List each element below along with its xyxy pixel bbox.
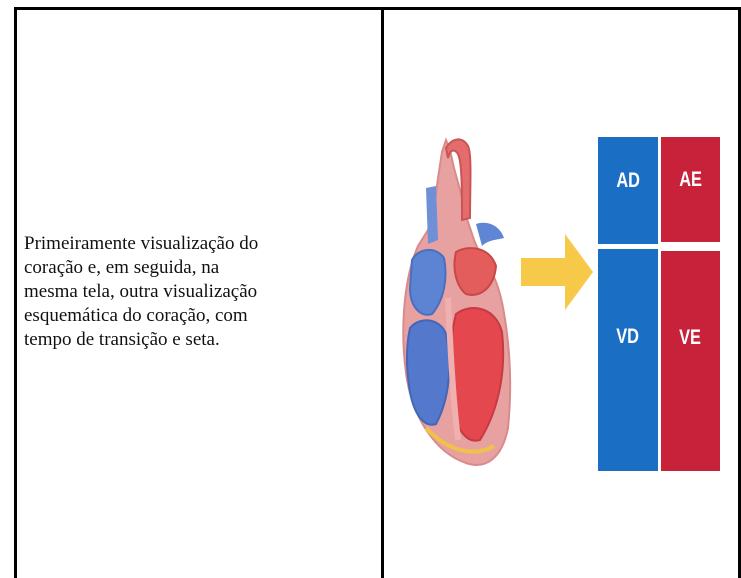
- description-line: esquemática do coração, com: [24, 305, 248, 326]
- left-ventricle-label: VE: [679, 326, 702, 349]
- description-line: mesma tela, outra visualização: [24, 281, 258, 302]
- heart-icon: [402, 137, 512, 466]
- description-line: coração e, em seguida, na: [24, 257, 220, 278]
- right-atrium-label: AD: [616, 168, 640, 192]
- right-atrium-block: AD: [598, 137, 658, 244]
- left-ventricle-block: VE: [661, 251, 720, 471]
- table-border-left: [14, 7, 17, 578]
- right-ventricle-block: VD: [598, 249, 658, 471]
- heart-schematic: AD AE VD VE: [598, 137, 723, 477]
- table-border-right: [738, 7, 741, 578]
- table-border-divider: [381, 7, 384, 578]
- table-border-top: [14, 7, 741, 10]
- description-cell: Primeiramente visualização do coração e,…: [24, 232, 374, 352]
- right-arrow-icon: [521, 234, 593, 310]
- left-atrium-block: AE: [661, 137, 720, 242]
- description-line: tempo de transição e seta.: [24, 329, 220, 350]
- description-line: Primeiramente visualização do: [24, 233, 259, 254]
- left-atrium-label: AE: [679, 167, 702, 191]
- right-ventricle-label: VD: [616, 325, 640, 348]
